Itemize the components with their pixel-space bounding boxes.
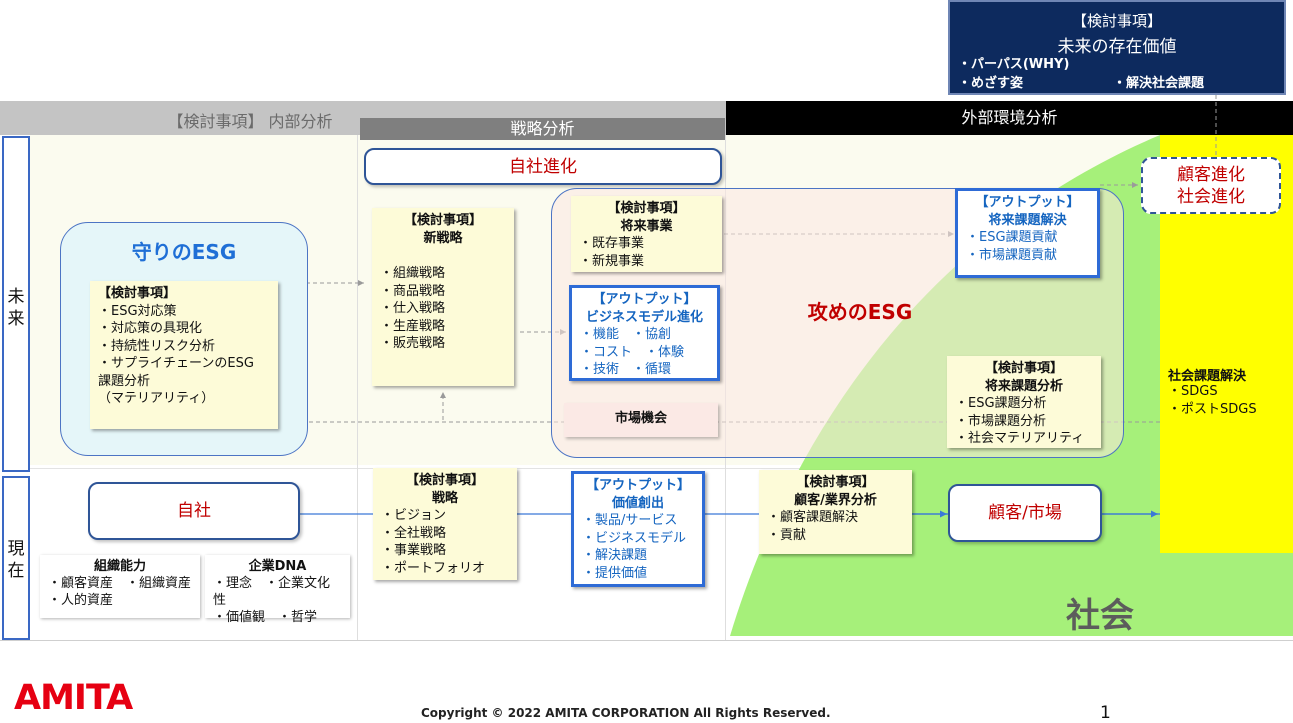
market-opportunity-box: 市場機会 [564,403,718,437]
self-evolution-box: 自社進化 [364,148,722,185]
purpose-item-issues: ・解決社会課題 [1113,76,1205,91]
social-issues-title: 社会課題解決 [1168,369,1247,384]
future-issue-analysis-note: 【検討事項】 将来課題分析 ・ESG課題分析 ・市場課題分析 ・社会マテリアリテ… [947,356,1101,448]
purpose-box-subtitle: 未来の存在価値 [1057,37,1177,57]
customer-analysis-note: 【検討事項】 顧客/業界分析 ・顧客課題解決 ・貢献 [759,470,912,554]
defensive-esg-note-items: ・ESG対応策 ・対応策の具現化 ・持続性リスク分析 ・サプライチェーンのESG… [98,303,254,407]
amita-logo: AMITA [14,678,133,718]
new-strategy-note: 【検討事項】 新戦略 ・組織戦略 ・商品戦略 ・仕入戦略 ・生産戦略 ・販売戦略 [372,208,514,386]
strategy-now-header: 【検討事項】 戦略 [405,473,484,506]
purpose-item-vision: ・めざす姿 [958,76,1024,91]
org-capability-box: 組織能力 ・顧客資産 ・組織資産 ・人的資産 [40,555,200,618]
social-issues-items: ・SDGS ・ポストSDGS [1168,384,1257,417]
own-company-box: 自社 [88,482,300,540]
org-capability-title: 組織能力 [93,559,146,574]
offensive-esg-title: 攻めのESG [807,300,913,324]
purpose-box-title: 【検討事項】 [1071,12,1162,30]
customer-evolution-box: 顧客進化 社会進化 [1141,157,1281,214]
bottom-line [0,640,1293,641]
future-issue-analysis-header: 【検討事項】 将来課題分析 [984,361,1063,394]
new-strategy-items: ・組織戦略 ・商品戦略 ・仕入戦略 ・生産戦略 ・販売戦略 [380,266,446,351]
customer-analysis-items: ・顧客課題解決 ・貢献 [767,510,859,543]
defensive-esg-note-header: 【検討事項】 [98,286,177,301]
defensive-esg-note: 【検討事項】 ・ESG対応策 ・対応策の具現化 ・持続性リスク分析 ・サプライチ… [90,281,278,429]
new-strategy-header: 【検討事項】 新戦略 [403,213,482,246]
value-creation-output: 【アウトプット】 価値創出 ・製品/サービス ・ビジネスモデル ・解決課題 ・提… [571,471,705,587]
value-creation-items: ・製品/サービス ・ビジネスモデル ・解決課題 ・提供価値 [582,513,687,581]
corporate-dna-items: ・理念 ・企業文化性 ・価値観 ・哲学 [213,576,331,625]
future-issue-output-items: ・ESG課題貢献 ・市場課題貢献 [966,230,1058,263]
customer-market-box: 顧客/市場 [948,484,1102,542]
future-business-note: 【検討事項】 将来事業 ・既存事業 ・新規事業 [571,196,722,272]
defensive-esg-title: 守りのESG [131,240,237,264]
future-business-items: ・既存事業 ・新規事業 [579,236,645,269]
value-creation-header: 【アウトプット】 価値創出 [585,478,690,511]
future-business-header: 【検討事項】 将来事業 [607,201,686,234]
copyright-text: Copyright © 2022 AMITA CORPORATION All R… [421,706,831,720]
page-number: 1 [1100,703,1111,723]
row-label-future: 未 来 [2,136,30,472]
strategy-now-note: 【検討事項】 戦略 ・ビジョン ・全社戦略 ・事業戦略 ・ポートフォリオ [373,468,517,580]
header-strategy: 戦略分析 [360,118,725,140]
header-internal-label: 【検討事項】 内部分析 [167,112,333,131]
future-issue-analysis-items: ・ESG課題分析 ・市場課題分析 ・社会マテリアリティ [955,396,1085,446]
society-label: 社会 [1066,596,1134,636]
divider-1 [357,135,358,640]
corporate-dna-box: 企業DNA ・理念 ・企業文化性 ・価値観 ・哲学 [205,555,350,625]
biz-model-output: 【アウトプット】 ビジネスモデル進化 ・機能 ・協創 ・コスト ・体験 ・技術 … [569,285,720,381]
customer-analysis-header: 【検討事項】 顧客/業界分析 [794,475,877,508]
purpose-box: 【検討事項】 未来の存在価値 ・パーパス(WHY) ・めざす姿 ・解決社会課題 [948,0,1286,95]
corporate-dna-title: 企業DNA [248,559,307,574]
org-capability-items: ・顧客資産 ・組織資産 ・人的資産 [48,576,192,608]
header-external: 外部環境分析 [726,101,1293,135]
biz-model-items: ・機能 ・協創 ・コスト ・体験 ・技術 ・循環 [580,327,685,377]
future-issue-output: 【アウトプット】 将来課題解決 ・ESG課題貢献 ・市場課題貢献 [955,188,1100,278]
future-issue-output-header: 【アウトプット】 将来課題解決 [975,195,1080,228]
biz-model-header: 【アウトプット】 ビジネスモデル進化 [585,292,703,325]
purpose-item-why: ・パーパス(WHY) [958,57,1070,72]
row-label-present: 現 在 [2,476,30,640]
strategy-now-items: ・ビジョン ・全社戦略 ・事業戦略 ・ポートフォリオ [381,508,486,576]
